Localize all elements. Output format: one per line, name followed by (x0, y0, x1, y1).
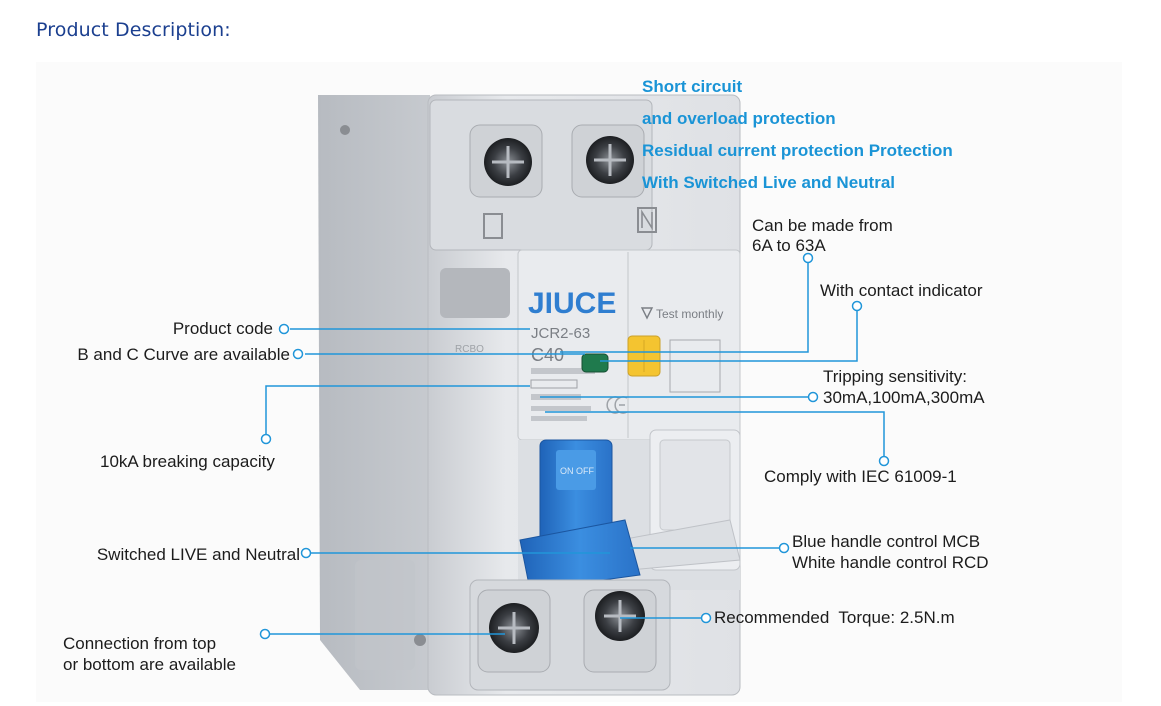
annotation-sensitivity-2: 30mA,100mA,300mA (823, 388, 985, 407)
page-title: Product Description: (36, 19, 231, 41)
annotation-sensitivity-1: Tripping sensitivity: (823, 367, 967, 386)
annotation-switched-live: Switched LIVE and Neutral (96, 545, 300, 564)
annotation-connection-2: or bottom are available (63, 655, 236, 674)
rcbo-text: RCBO (455, 344, 484, 355)
brand-logo: JIUCE (528, 287, 616, 320)
annotation-range-2: 6A to 63A (752, 236, 826, 255)
callout-endpoints (259, 252, 890, 640)
feature-residual-current: Residual current protection Protection (642, 141, 953, 160)
contact-indicator-window (581, 353, 609, 373)
annotation-handle-2: White handle control RCD (792, 553, 989, 572)
annotation-connection-1: Connection from top (63, 634, 217, 653)
feature-overload: and overload protection (642, 109, 836, 128)
callout-lines (265, 258, 885, 635)
model-text: JCR2-63 (531, 325, 590, 342)
test-monthly-text: Test monthly (656, 307, 723, 321)
feature-switched-live-neutral: With Switched Live and Neutral (642, 173, 895, 192)
annotation-range-1: Can be made from (752, 216, 893, 235)
annotation-curve: B and C Curve are available (77, 345, 290, 364)
annotation-handle-1: Blue handle control MCB (792, 532, 981, 551)
rating-text: C40 (531, 345, 564, 365)
annotation-torque: Recommended Torque: 2.5N.m (714, 608, 955, 627)
onoff-text: ON OFF (560, 466, 594, 476)
feature-short-circuit: Short circuit (642, 77, 743, 96)
annotation-contact-indicator: With contact indicator (820, 281, 983, 300)
annotation-comply: Comply with IEC 61009-1 (764, 467, 957, 486)
annotation-breaking-capacity: 10kA breaking capacity (100, 452, 275, 471)
annotation-product-code: Product code (172, 319, 273, 338)
